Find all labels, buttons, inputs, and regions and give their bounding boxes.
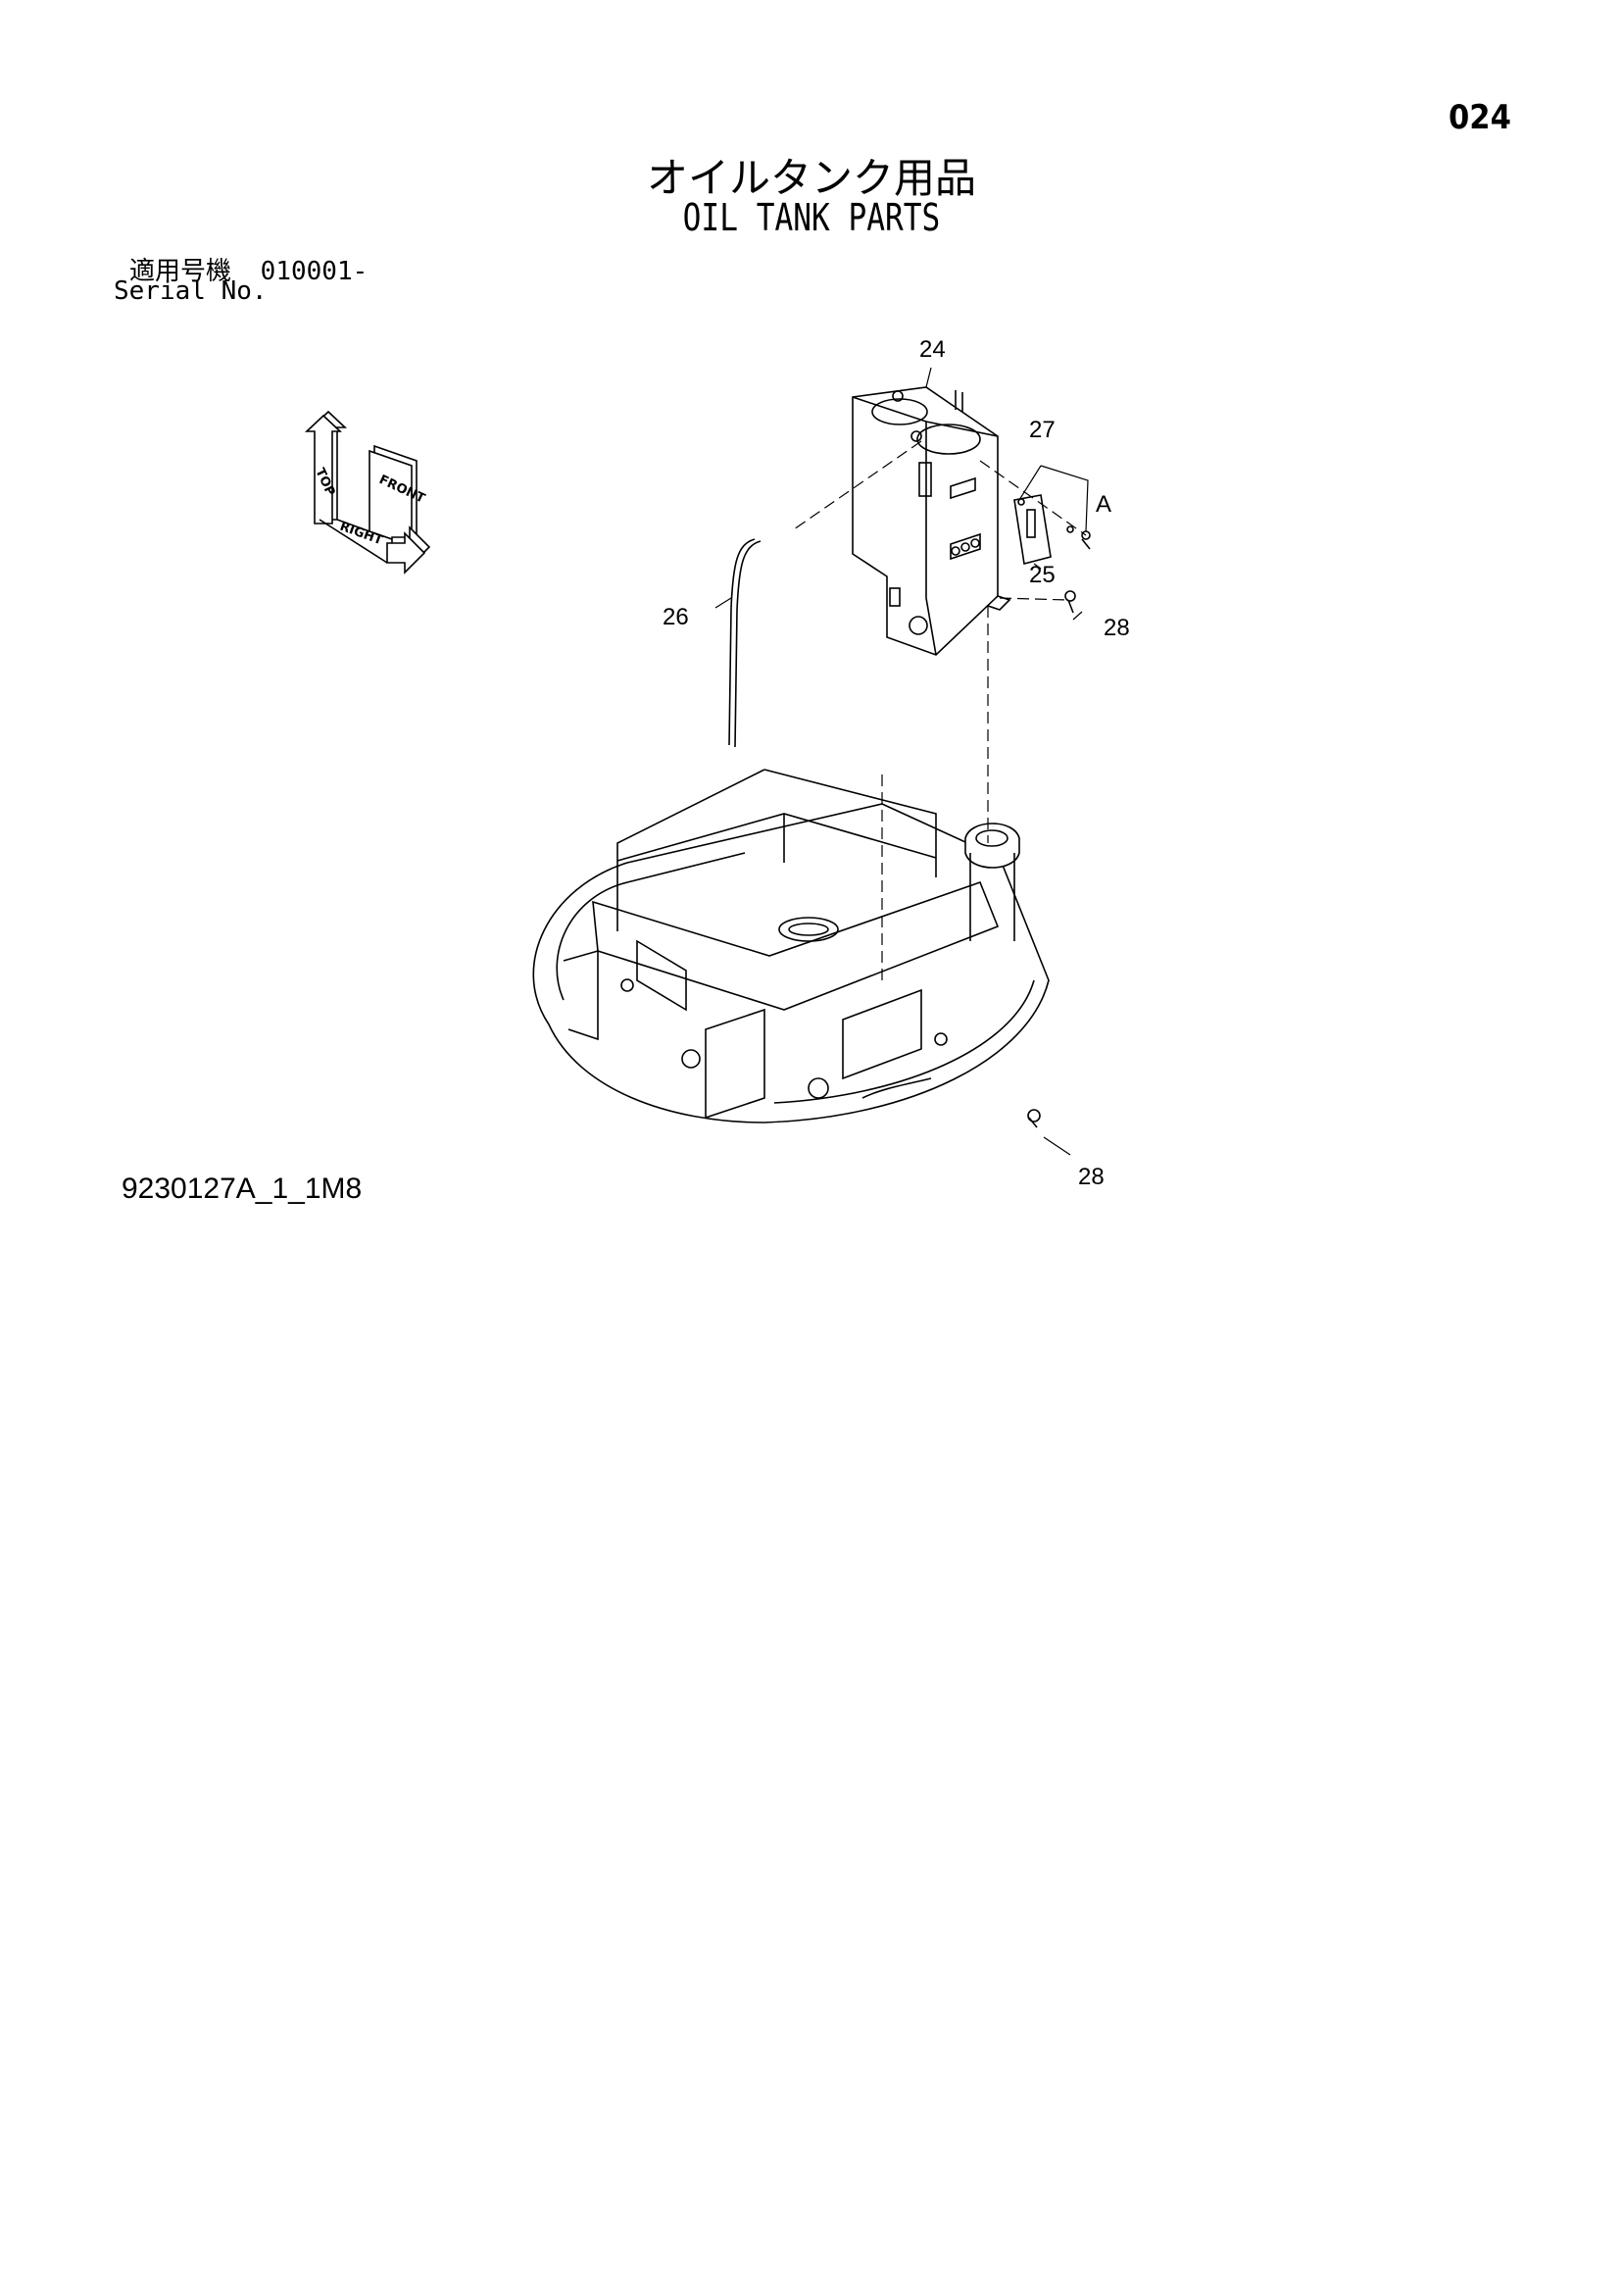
callout-leaders <box>714 367 1089 1156</box>
serial-label-ja: 適用号機 <box>129 257 232 286</box>
page-number: 024 <box>1449 98 1511 137</box>
bracket <box>1013 494 1091 614</box>
level-gauge <box>728 538 762 748</box>
detail-a-label: A <box>1096 491 1111 518</box>
title-japanese: オイルタンク用品 <box>646 154 976 202</box>
callout-25: 25 <box>1029 562 1056 588</box>
orientation-indicator: TOP FRONT RIGHT <box>304 410 431 574</box>
drawing-id: 9230127A_1_1M8 <box>122 1173 363 1205</box>
leader-lines <box>793 440 1087 980</box>
serial-label-en: Serial No. <box>114 276 268 306</box>
callout-28-upper: 28 <box>1104 615 1130 641</box>
callout-28-lower: 28 <box>1078 1164 1105 1190</box>
oil-tank <box>852 386 1011 656</box>
callout-27: 27 <box>1029 417 1056 443</box>
serial-line: 適用号機 010001- <box>129 251 368 287</box>
serial-value: 010001- <box>260 257 369 286</box>
callout-26: 26 <box>663 604 689 630</box>
upperstructure-frame <box>532 769 1050 1128</box>
title-english: OIL TANK PARTS <box>682 196 941 239</box>
callout-24: 24 <box>919 336 946 363</box>
